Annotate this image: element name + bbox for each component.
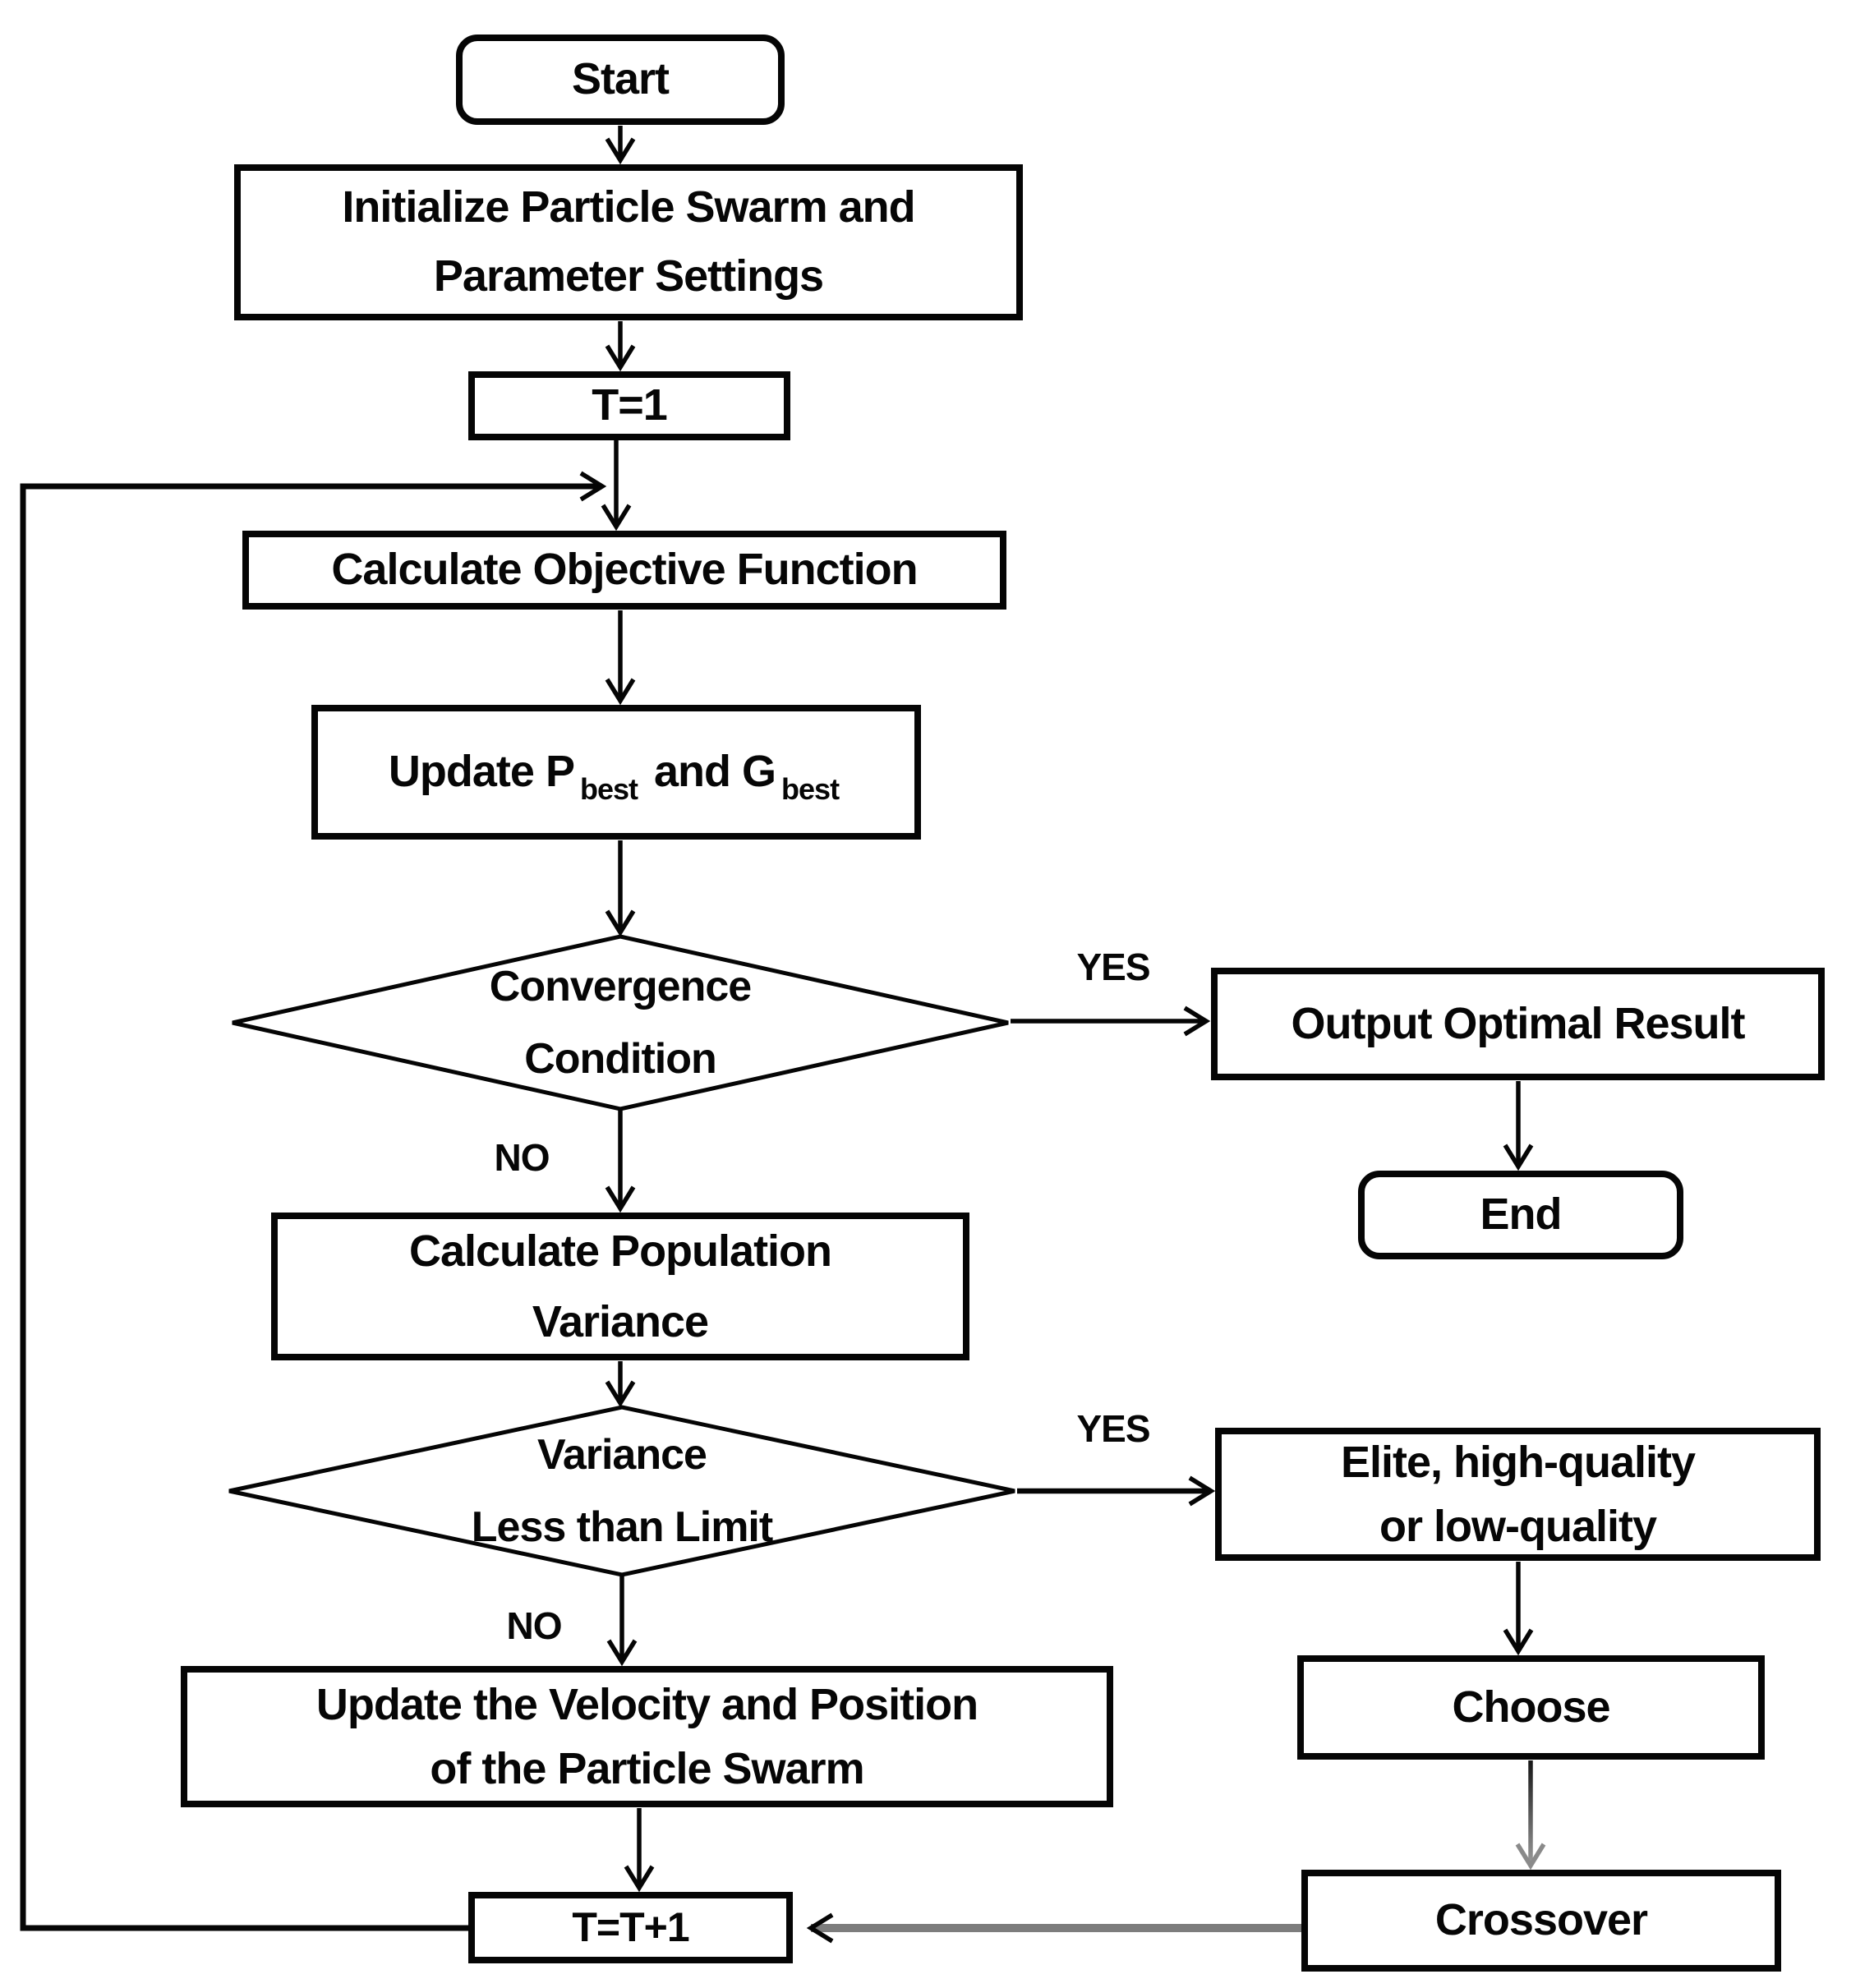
node-choose-label: Choose [1452,1682,1610,1732]
pbest-subscript: best [579,772,638,807]
label-variance-yes: YES [1076,1407,1150,1450]
label-convergence-no: NO [494,1136,550,1179]
node-choose: Choose [1297,1655,1765,1760]
node-elite-high-low-quality: Elite, high-quality or low-quality [1215,1428,1821,1561]
node-t-equals-t-plus-1: T=T+1 [468,1892,793,1963]
node-calculate-population-variance: Calculate Population Variance [271,1213,969,1360]
update-best-text: Update P [388,747,575,797]
node-initialize-line2: Parameter Settings [433,251,824,301]
label-variance-no: NO [506,1604,563,1647]
node-update-velocity-position-line1: Update the Velocity and Position [315,1679,978,1729]
label-convergence-yes: YES [1076,946,1150,988]
node-update-velocity-position-line2: of the Particle Swarm [430,1744,864,1793]
node-t-equals-1-label: T=1 [592,380,668,430]
node-start-label: Start [571,54,670,104]
node-crossover: Crossover [1301,1870,1781,1972]
node-calculate-objective-function: Calculate Objective Function [242,531,1006,610]
edge-loop-back [20,471,607,1931]
gbest-subscript: best [781,772,840,807]
diamond-variance-less-than-limit [228,1405,1015,1577]
node-t-equals-1: T=1 [468,371,790,440]
node-elite-line1: Elite, high-quality [1340,1437,1696,1487]
node-output-optimal-result: Output Optimal Result [1211,968,1825,1080]
node-start: Start [456,35,785,125]
diamond-convergence-condition [232,934,1009,1111]
node-calculate-objective-function-label: Calculate Objective Function [331,545,918,595]
node-output-optimal-result-label: Output Optimal Result [1291,998,1746,1048]
node-calculate-population-variance-line1: Calculate Population [408,1226,832,1276]
node-initialize-line1: Initialize Particle Swarm and [342,182,915,232]
node-initialize-particle-swarm: Initialize Particle Swarm and Parameter … [234,164,1023,320]
node-end: End [1358,1171,1683,1259]
node-calculate-population-variance-line2: Variance [532,1297,709,1346]
node-update-velocity-position: Update the Velocity and Position of the … [181,1666,1113,1807]
node-t-equals-t-plus-1-label: T=T+1 [572,1903,689,1950]
update-best-text-and: and G [654,747,776,797]
node-elite-line2: or low-quality [1379,1502,1657,1551]
node-end-label: End [1480,1190,1563,1240]
node-crossover-label: Crossover [1434,1895,1648,1945]
